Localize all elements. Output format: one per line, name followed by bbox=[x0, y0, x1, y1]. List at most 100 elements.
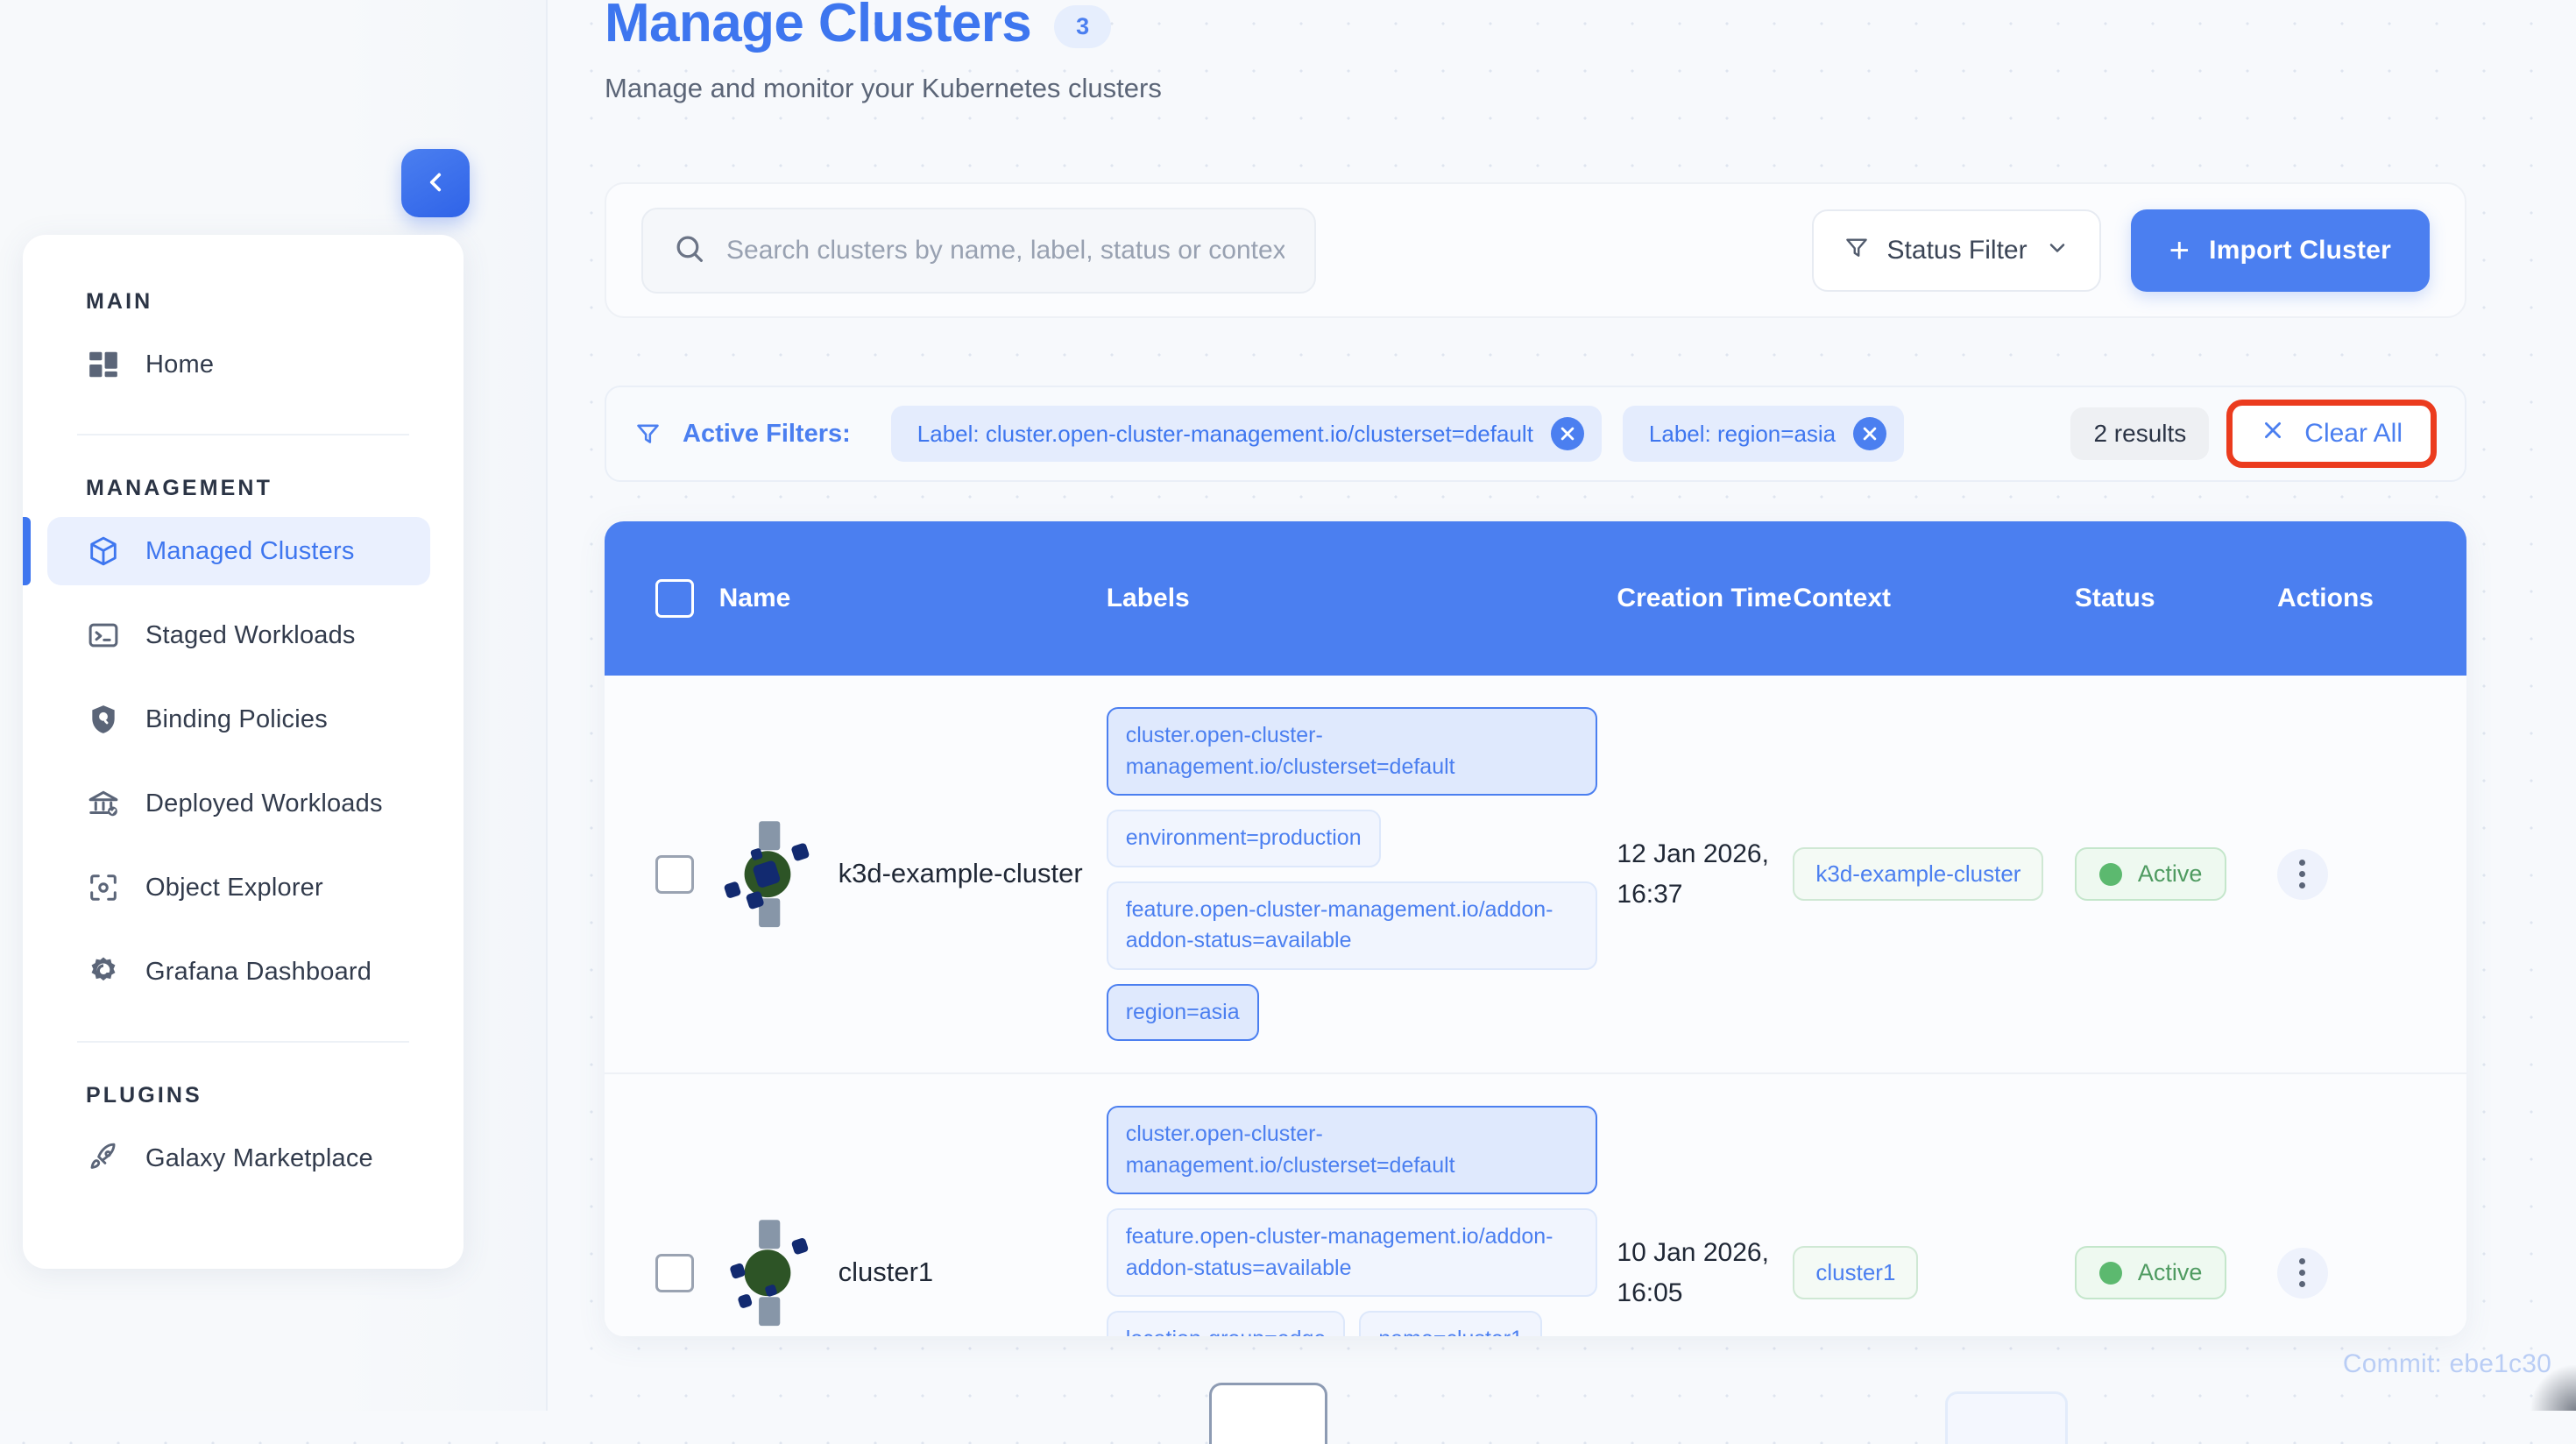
cluster-label[interactable]: feature.open-cluster-management.io/addon… bbox=[1106, 1208, 1598, 1297]
sidebar-item-binding-policies[interactable]: Binding Policies bbox=[23, 685, 430, 754]
sidebar-item-label: Home bbox=[145, 350, 215, 379]
chevron-down-icon bbox=[2045, 236, 2070, 265]
status-dot-icon bbox=[2098, 1261, 2122, 1285]
row-context-cell: cluster1 bbox=[1793, 1072, 2075, 1336]
sidebar-item-label: Staged Workloads bbox=[145, 620, 356, 649]
row-name-cell: k3d-example-cluster bbox=[718, 676, 1107, 1073]
cluster-label[interactable]: name=cluster1 bbox=[1359, 1311, 1543, 1336]
cluster-topology-icon bbox=[719, 819, 816, 929]
corner-shade bbox=[2530, 1365, 2576, 1411]
context-chip[interactable]: cluster1 bbox=[1793, 1246, 1919, 1299]
column-header-context[interactable]: Context bbox=[1793, 521, 2075, 676]
status-badge: Active bbox=[2074, 847, 2227, 901]
sidebar-item-label: Managed Clusters bbox=[145, 536, 355, 565]
sidebar-item-grafana-dashboard[interactable]: Grafana Dashboard bbox=[23, 938, 430, 1006]
sidebar-divider-2 bbox=[77, 1041, 409, 1043]
cluster-label[interactable]: feature.open-cluster-management.io/addon… bbox=[1106, 881, 1598, 970]
table-row[interactable]: k3d-example-cluster cluster.open-cluster… bbox=[605, 676, 2466, 1073]
status-filter-dropdown[interactable]: Status Filter bbox=[1811, 209, 2101, 292]
cluster-label[interactable]: cluster.open-cluster-management.io/clust… bbox=[1106, 1106, 1598, 1194]
terminal-icon bbox=[86, 618, 121, 653]
cluster-name: k3d-example-cluster bbox=[838, 858, 1083, 889]
sidebar-item-managed-clusters[interactable]: Managed Clusters bbox=[23, 517, 430, 585]
sidebar-item-staged-workloads[interactable]: Staged Workloads bbox=[23, 601, 430, 669]
pagination-control-left[interactable] bbox=[1209, 1383, 1327, 1444]
clusters-table-card: Name Labels Creation Time Context Status… bbox=[605, 521, 2466, 1336]
close-icon bbox=[2261, 418, 2285, 449]
page-header: Manage Clusters 3 Manage and monitor you… bbox=[548, 0, 2576, 104]
bank-check-icon bbox=[86, 786, 121, 821]
active-filters-label: Active Filters: bbox=[683, 419, 851, 448]
cluster-name: cluster1 bbox=[838, 1256, 934, 1288]
plus-icon: + bbox=[2169, 230, 2190, 270]
kebab-menu-icon[interactable] bbox=[2276, 848, 2328, 900]
status-label: Active bbox=[2137, 860, 2203, 887]
row-checkbox[interactable] bbox=[655, 854, 694, 894]
sidebar-divider bbox=[546, 0, 548, 1411]
clear-all-button[interactable]: Clear All bbox=[2241, 413, 2422, 455]
sidebar-item-galaxy-marketplace[interactable]: Galaxy Marketplace bbox=[23, 1124, 430, 1193]
main-content: Manage Clusters 3 Manage and monitor you… bbox=[548, 0, 2576, 1444]
column-header-creation-time[interactable]: Creation Time bbox=[1617, 521, 1794, 676]
context-chip[interactable]: k3d-example-cluster bbox=[1793, 847, 2044, 901]
row-name-cell: cluster1 bbox=[718, 1072, 1107, 1336]
grafana-icon bbox=[86, 954, 121, 989]
row-actions-cell bbox=[2276, 676, 2466, 1073]
cluster-count-badge: 3 bbox=[1054, 5, 1112, 49]
cluster-label[interactable]: location-group=edge bbox=[1106, 1311, 1346, 1336]
search-input[interactable] bbox=[726, 235, 1284, 265]
row-labels-cell: cluster.open-cluster-management.io/clust… bbox=[1106, 676, 1617, 1073]
commit-label: Commit: ebe1c30 bbox=[2342, 1349, 2551, 1378]
filter-chip-text: Label: region=asia bbox=[1648, 420, 1836, 447]
page-subtitle: Manage and monitor your Kubernetes clust… bbox=[605, 73, 1162, 104]
sidebar-item-home[interactable]: Home bbox=[23, 330, 430, 399]
pagination-page-button[interactable] bbox=[1945, 1391, 2068, 1444]
sidebar-section-main: MAIN bbox=[86, 289, 153, 314]
filter-chip-region[interactable]: Label: region=asia bbox=[1622, 406, 1905, 462]
close-circle-icon[interactable] bbox=[1550, 417, 1584, 450]
sidebar-item-object-explorer[interactable]: Object Explorer bbox=[23, 853, 430, 922]
sidebar-item-deployed-workloads[interactable]: Deployed Workloads bbox=[23, 769, 430, 838]
row-status-cell: Active bbox=[2074, 1072, 2277, 1336]
cluster-label[interactable]: environment=production bbox=[1106, 810, 1381, 867]
search-icon bbox=[673, 232, 705, 269]
row-labels-cell: cluster.open-cluster-management.io/clust… bbox=[1106, 1072, 1617, 1336]
table-row[interactable]: cluster1 cluster.open-cluster-management… bbox=[605, 1072, 2466, 1336]
sidebar-section-management: MANAGEMENT bbox=[86, 476, 272, 500]
page-title: Manage Clusters bbox=[605, 0, 1032, 53]
funnel-icon bbox=[1844, 235, 1870, 265]
import-cluster-label: Import Cluster bbox=[2209, 235, 2391, 265]
row-creation-time: 12 Jan 2026, 16:37 bbox=[1617, 676, 1794, 1073]
table-header: Name Labels Creation Time Context Status… bbox=[605, 521, 2466, 676]
sidebar-item-label: Object Explorer bbox=[145, 873, 323, 902]
import-cluster-button[interactable]: + Import Cluster bbox=[2130, 209, 2430, 292]
sidebar-item-label: Grafana Dashboard bbox=[145, 957, 372, 986]
status-badge: Active bbox=[2074, 1246, 2227, 1299]
cluster-label[interactable]: region=asia bbox=[1106, 983, 1259, 1041]
cluster-label[interactable]: cluster.open-cluster-management.io/clust… bbox=[1106, 707, 1598, 796]
clear-all-highlight: Clear All bbox=[2226, 400, 2437, 468]
status-filter-label: Status Filter bbox=[1886, 235, 2028, 265]
close-circle-icon[interactable] bbox=[1853, 417, 1887, 450]
row-checkbox[interactable] bbox=[655, 1253, 694, 1292]
sidebar-rail: MAIN Home MANAGEMENT Managed Clusters St… bbox=[0, 0, 548, 1411]
sidebar-collapse-button[interactable] bbox=[401, 149, 470, 217]
sidebar-item-label: Galaxy Marketplace bbox=[145, 1143, 373, 1172]
row-select-cell bbox=[605, 1072, 719, 1336]
column-header-status[interactable]: Status bbox=[2074, 521, 2277, 676]
cube-icon bbox=[86, 534, 121, 569]
filter-chip-clusterset[interactable]: Label: cluster.open-cluster-management.i… bbox=[890, 406, 1602, 462]
search-box[interactable] bbox=[641, 207, 1316, 294]
funnel-icon bbox=[634, 421, 662, 448]
chevron-left-icon bbox=[421, 167, 450, 200]
table-header-row: Name Labels Creation Time Context Status… bbox=[605, 521, 2466, 676]
dashboard-grid-icon bbox=[86, 347, 121, 382]
kebab-menu-icon[interactable] bbox=[2276, 1247, 2328, 1299]
rocket-icon bbox=[86, 1141, 121, 1176]
column-header-labels[interactable]: Labels bbox=[1106, 521, 1617, 676]
filter-chip-text: Label: cluster.open-cluster-management.i… bbox=[916, 420, 1533, 447]
select-all-checkbox[interactable] bbox=[655, 579, 694, 618]
column-header-name[interactable]: Name bbox=[718, 521, 1107, 676]
filters-right: 2 results Clear All bbox=[2070, 400, 2437, 468]
toolbar-actions: Status Filter + Import Cluster bbox=[1811, 209, 2430, 292]
